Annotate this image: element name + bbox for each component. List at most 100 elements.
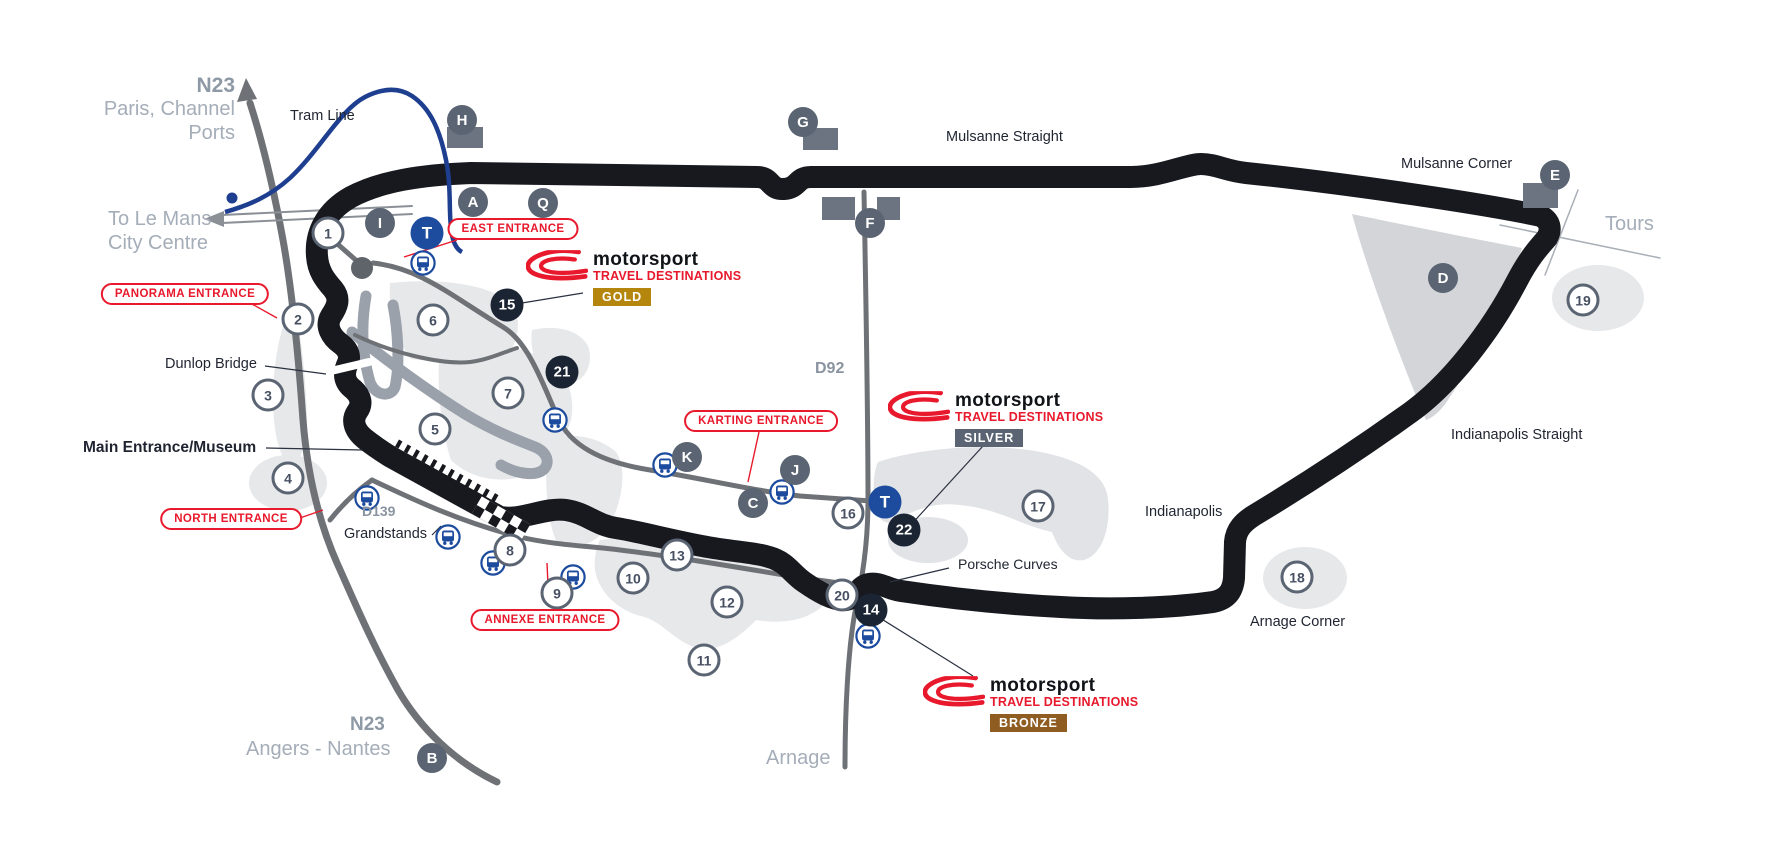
label-n23-bottom: N23 xyxy=(350,714,385,735)
pointer-main-entrance xyxy=(265,447,363,451)
marker-7: 7 xyxy=(491,376,525,410)
marker-k: K xyxy=(672,442,702,472)
marker-22: 22 xyxy=(887,513,921,547)
marker-4: 4 xyxy=(271,461,305,495)
marker-6: 6 xyxy=(416,303,450,337)
marker-16: 16 xyxy=(831,496,865,530)
marker-h: H xyxy=(447,105,477,135)
marker-12: 12 xyxy=(710,585,744,619)
label-tram-line: Tram Line xyxy=(290,108,355,124)
label-n23-bottom-dest: Angers - Nantes xyxy=(246,738,391,760)
tram-stop-west: T xyxy=(410,216,444,250)
marker-8: 8 xyxy=(493,533,527,567)
logo-bronze: motorsport TRAVEL DESTINATIONS BRONZE xyxy=(923,676,1138,732)
marker-14: 14 xyxy=(854,593,888,627)
logo-brand: motorsport xyxy=(990,675,1096,696)
pointer-porsche-curves xyxy=(889,567,950,583)
marker-5: 5 xyxy=(418,412,452,446)
motorsport-swoosh-icon xyxy=(923,676,985,710)
logo-gold: motorsport TRAVEL DESTINATIONS GOLD xyxy=(526,250,741,306)
motorsport-swoosh-icon xyxy=(888,391,950,425)
buildings xyxy=(447,127,1558,220)
badge-east-entrance: EAST ENTRANCE xyxy=(447,218,579,240)
marker-11: 11 xyxy=(687,643,721,677)
label-tours: Tours xyxy=(1605,213,1654,235)
logo-brand: motorsport xyxy=(955,390,1061,411)
marker-9: 9 xyxy=(540,576,574,610)
logo-brand: motorsport xyxy=(593,249,699,270)
marker-10: 10 xyxy=(616,561,650,595)
label-to-city-1: To Le Mans xyxy=(108,208,212,230)
label-n23-top-dest-2: Ports xyxy=(188,122,235,144)
marker-f: F xyxy=(855,208,885,238)
marker-d: D xyxy=(1428,263,1458,293)
pointer-dunlop xyxy=(264,365,327,375)
badge-annexe-entrance: ANNEXE ENTRANCE xyxy=(470,609,620,631)
bus-icon xyxy=(435,524,461,550)
marker-i: I xyxy=(365,208,395,238)
n23-arrowhead xyxy=(237,78,257,102)
label-n23-top-dest-1: Paris, Channel xyxy=(103,98,235,120)
badge-panorama-entrance: PANORAMA ENTRANCE xyxy=(100,283,270,305)
road-tours-1 xyxy=(1544,189,1579,276)
label-indianapolis-straight: Indianapolis Straight xyxy=(1451,427,1583,443)
label-indianapolis: Indianapolis xyxy=(1145,504,1223,520)
marker-15: 15 xyxy=(490,288,524,322)
tier-badge-bronze: BRONZE xyxy=(990,714,1067,732)
road-d92 xyxy=(842,189,871,770)
marker-g: G xyxy=(788,107,818,137)
marker-2: 2 xyxy=(281,302,315,336)
motorsport-swoosh-icon xyxy=(526,250,588,284)
marker-e: E xyxy=(1540,160,1570,190)
logo-tagline: TRAVEL DESTINATIONS xyxy=(955,410,1104,424)
tram-terminus-dot xyxy=(226,192,238,204)
bus-icon xyxy=(542,407,568,433)
marker-3: 3 xyxy=(251,378,285,412)
road-d139-link xyxy=(327,477,375,523)
tier-badge-gold: GOLD xyxy=(593,288,652,306)
tier-badge-silver: SILVER xyxy=(955,429,1024,447)
label-dunlop-bridge: Dunlop Bridge xyxy=(165,356,257,372)
bus-icon xyxy=(855,623,881,649)
road-tours-2 xyxy=(1499,224,1661,259)
marker-c: C xyxy=(738,488,768,518)
marker-18: 18 xyxy=(1280,560,1314,594)
label-arnage-corner: Arnage Corner xyxy=(1250,614,1346,630)
road-paddock-branch xyxy=(353,333,519,365)
marker-13: 13 xyxy=(660,538,694,572)
marker-b: B xyxy=(417,743,447,773)
tram-stop-east: T xyxy=(868,485,902,519)
dunlop-bridge-icon xyxy=(327,352,373,381)
road-to-city xyxy=(221,205,413,216)
label-mulsanne-corner: Mulsanne Corner xyxy=(1401,156,1513,172)
logo-silver: motorsport TRAVEL DESTINATIONS SILVER xyxy=(888,391,1103,447)
pointer-grandstands xyxy=(431,525,442,536)
marker-j: J xyxy=(780,455,810,485)
label-arnage-town: Arnage xyxy=(766,747,831,769)
label-d139: D139 xyxy=(362,503,396,519)
label-n23-top: N23 xyxy=(196,74,235,97)
marker-21: 21 xyxy=(545,355,579,389)
badge-north-entrance: NORTH ENTRANCE xyxy=(160,508,302,530)
marker-17: 17 xyxy=(1021,489,1055,523)
marker-19: 19 xyxy=(1566,283,1600,317)
logo-tagline: TRAVEL DESTINATIONS xyxy=(593,269,742,283)
pointer-bronze xyxy=(879,617,974,677)
label-d92: D92 xyxy=(815,360,845,377)
bus-icon xyxy=(410,250,436,276)
pointer-lines xyxy=(264,292,984,677)
marker-q: Q xyxy=(528,188,558,218)
road-n23 xyxy=(246,99,501,786)
pointer-gold xyxy=(521,292,584,304)
start-finish-checker xyxy=(471,496,531,542)
badge-karting-entrance: KARTING ENTRANCE xyxy=(684,410,838,432)
label-to-city-2: City Centre xyxy=(108,232,209,254)
pointer-karting xyxy=(747,431,760,483)
to-city-arrowhead xyxy=(204,211,224,227)
parking-area-17 xyxy=(873,447,1109,561)
roundabout xyxy=(351,257,373,279)
parking-area-d-wedge xyxy=(1352,214,1522,420)
label-main-entrance: Main Entrance/Museum xyxy=(83,439,257,456)
pointer-panorama xyxy=(251,303,278,319)
